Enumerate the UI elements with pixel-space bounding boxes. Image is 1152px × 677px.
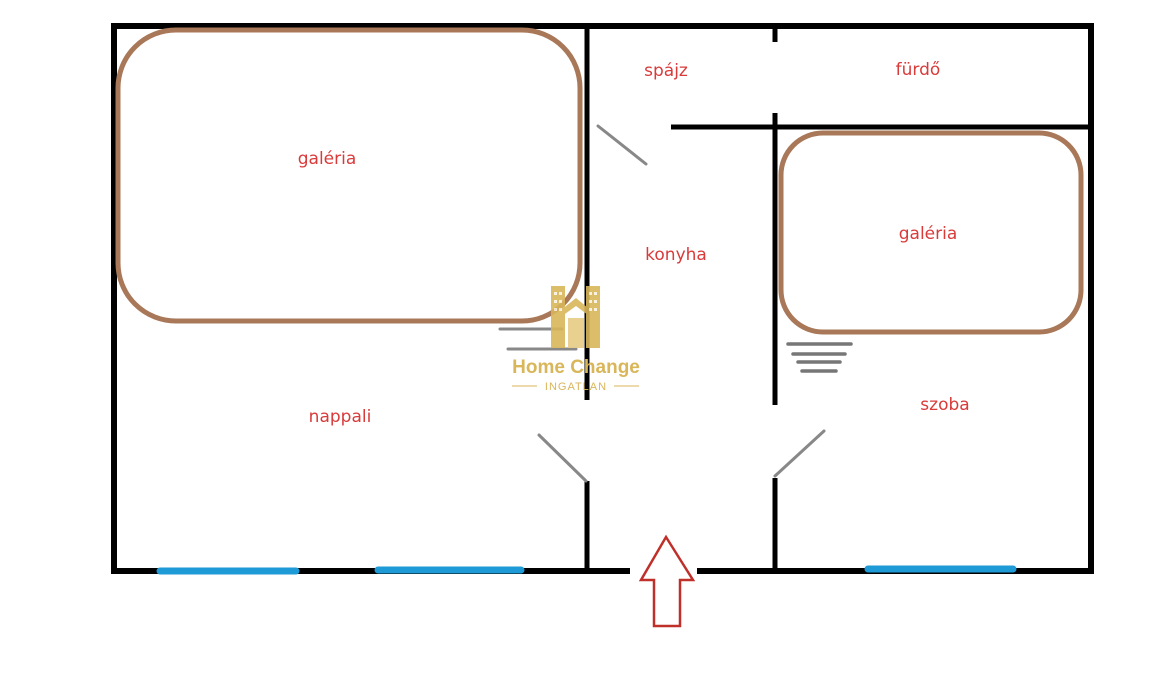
label-gallery-right: galéria xyxy=(899,224,958,244)
label-bathroom: fürdő xyxy=(896,60,941,80)
label-pantry: spájz xyxy=(644,61,688,81)
interior-walls xyxy=(584,26,1091,571)
gallery-right-outline xyxy=(778,130,1084,335)
outer-walls xyxy=(111,23,1094,574)
logo-title: Home Change xyxy=(512,357,640,378)
stairs-icon xyxy=(786,342,853,373)
label-bedroom: szoba xyxy=(920,395,969,415)
label-living-room: nappali xyxy=(309,407,372,427)
door-living-room xyxy=(537,433,588,483)
door-pantry xyxy=(596,124,648,166)
windows xyxy=(156,565,1017,575)
entrance-arrow-icon xyxy=(638,534,696,628)
door-bedroom xyxy=(773,429,826,478)
doors xyxy=(537,124,826,483)
logo-subtitle: INGATLAN xyxy=(545,381,607,393)
label-kitchen: konyha xyxy=(645,245,707,265)
label-gallery-left: galéria xyxy=(298,149,357,169)
gallery-left-outline xyxy=(115,27,583,324)
home-change-logo-icon xyxy=(551,286,600,348)
